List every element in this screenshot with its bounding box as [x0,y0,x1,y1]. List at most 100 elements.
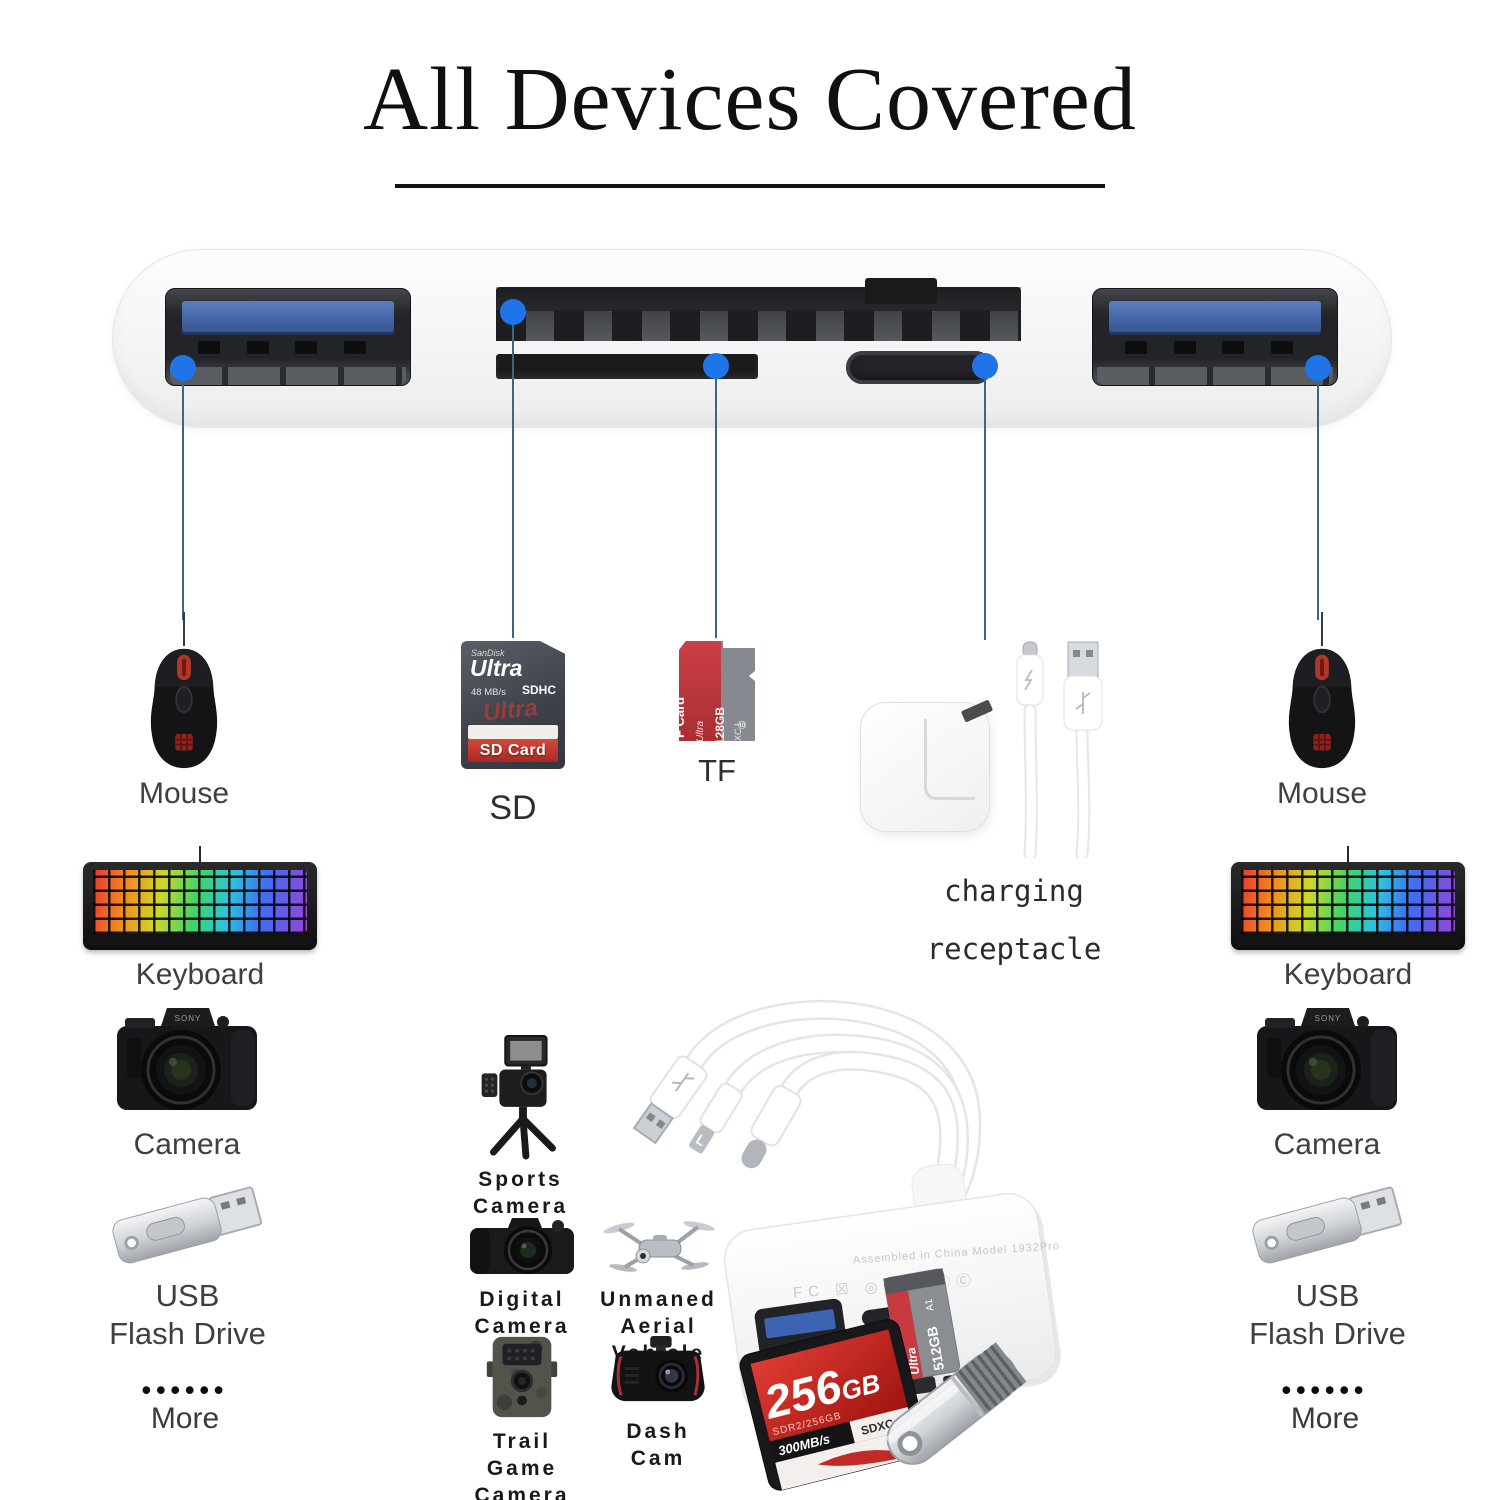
page-title: All Devices Covered [363,50,1137,149]
dslr-camera-icon: SONY [117,1008,257,1110]
adapter-seam [924,719,975,800]
title-divider [395,184,1105,188]
usb-pins [1097,367,1333,385]
trail-camera-icon [486,1336,558,1418]
sd-card-figure: SanDisk Ultra 48 MB/s SDHC Ultra SD Card… [448,641,578,828]
card-reader-hub [112,249,1392,428]
keyboard-icon [83,862,317,950]
usb-label-line1: USB [1295,1278,1360,1313]
sd-format: SDHC [521,683,556,697]
digital-camera-icon [470,1218,574,1274]
charging-label-line1: charging [944,874,1084,908]
connector-line [182,368,184,620]
more-label: More [1290,1402,1360,1435]
connector-line [1317,368,1319,620]
tf-class-mark: ⑩ [737,720,747,732]
trail-camera-figure: Trail Game Camera [458,1334,586,1500]
more-figure-right: •••••• More [1260,1375,1390,1436]
usb-c-connector [741,1085,802,1169]
connector-line [512,312,514,638]
usb-a-port-right [1092,288,1338,386]
usb-a-port-left [165,288,411,386]
usb-label-line2: Flash Drive [1249,1316,1406,1351]
connector-dot [170,355,196,381]
charging-receptacle-figure: charging receptacle [852,640,1120,966]
dslr-camera-icon: SONY [1257,1008,1397,1110]
svg-text:SONY: SONY [1315,1014,1342,1023]
sd-watermark: Ultra [481,694,539,727]
tf-card-figure: TF Card Ultra 128GB XC I ⑩ TF [674,641,760,789]
mouse-cable [1321,612,1323,646]
usb-flash-drive-icon [1251,1186,1402,1264]
mouse-cable [183,612,185,646]
lightning-connector: L [689,1082,743,1154]
digital-camera-figure: Digital Camera [458,1216,586,1340]
keyboard-cable [199,846,201,862]
sd-card-slot [496,278,1021,341]
keyboard-cable [1347,846,1349,862]
connector-dot [1305,355,1331,381]
connector-dot [500,299,526,325]
usb-label-line1: USB [155,1278,220,1313]
mouse-label: Mouse [138,777,230,810]
drone-icon [603,1221,715,1272]
usb-tongue [182,301,394,335]
mouse-figure-left: Mouse [124,612,244,811]
sports-camera-figure: Sports Camera [458,1034,583,1220]
metal-flash-drive [886,1342,1027,1465]
flash-drive-figure-left: USB Flash Drive [95,1178,280,1354]
dash-cam-icon [611,1336,705,1402]
charging-cables-icon [1016,641,1103,858]
camera-figure-right: SONY Camera [1242,1000,1412,1162]
sd-white-strip [468,725,558,739]
mouse-label: Mouse [1276,777,1368,810]
product-adapter-photo: L Assembled in China Model 1932Pro FC ☒ … [632,999,1061,1491]
charging-label-line2: receptacle [926,932,1102,966]
camera-figure-left: SONY Camera [102,1000,272,1162]
tf-series: Ultra [695,720,706,742]
dash-cam-figure: Dash Cam [594,1336,722,1472]
usb-tongue [1109,301,1321,335]
keyboard-label: Keyboard [1283,958,1413,991]
dash-cam-label: Dash Cam [626,1420,690,1470]
mouse-icon [1288,648,1356,769]
tf-name: TF Card [672,696,687,746]
camera-label: Camera [1273,1128,1381,1161]
usb-c-port [846,351,992,384]
keyboard-label: Keyboard [135,958,265,991]
sd-256-card: 256GB SDR2/256GB 300MB/s SDXC [739,1319,929,1491]
tf-capacity: 128GB [713,706,727,745]
sd-label: SD [489,789,537,827]
digital-camera-label: Digital Camera [474,1288,570,1338]
sd-band-text: SD Card [468,739,558,762]
sports-camera-label: Sports Camera [472,1168,569,1218]
svg-text:512GB: 512GB [924,1325,947,1371]
camera-label: Camera [133,1128,241,1161]
more-dots: •••••• [1281,1375,1369,1405]
svg-text:A1: A1 [924,1297,937,1311]
usb-a-connector [632,1055,708,1145]
usb-pins [170,367,406,385]
flash-drive-figure-right: USB Flash Drive [1235,1178,1420,1354]
sd-speed: 48 MB/s [471,687,506,698]
keyboard-figure-left: Keyboard [80,846,320,992]
more-figure-left: •••••• More [120,1377,250,1436]
mouse-figure-right: Mouse [1262,612,1382,811]
svg-text:SONY: SONY [175,1014,202,1023]
keyboard-figure-right: Keyboard [1228,846,1468,992]
sd-card-icon: SanDisk Ultra 48 MB/s SDHC Ultra SD Card [461,641,565,769]
trail-camera-label: Trail Game Camera [474,1430,570,1500]
sd-series: Ultra [470,655,523,681]
sd-brand: SanDisk [471,648,505,658]
more-label: More [150,1402,220,1435]
tf-label: TF [698,753,736,788]
keyboard-icon [1231,862,1465,950]
sd-slot-notch [865,278,937,304]
connector-line [984,366,986,640]
tf-red-half [679,641,721,741]
usb-flash-drive-icon [111,1186,262,1264]
sports-camera-icon [481,1034,556,1160]
connector-dot [972,353,998,379]
mouse-icon [150,648,218,769]
